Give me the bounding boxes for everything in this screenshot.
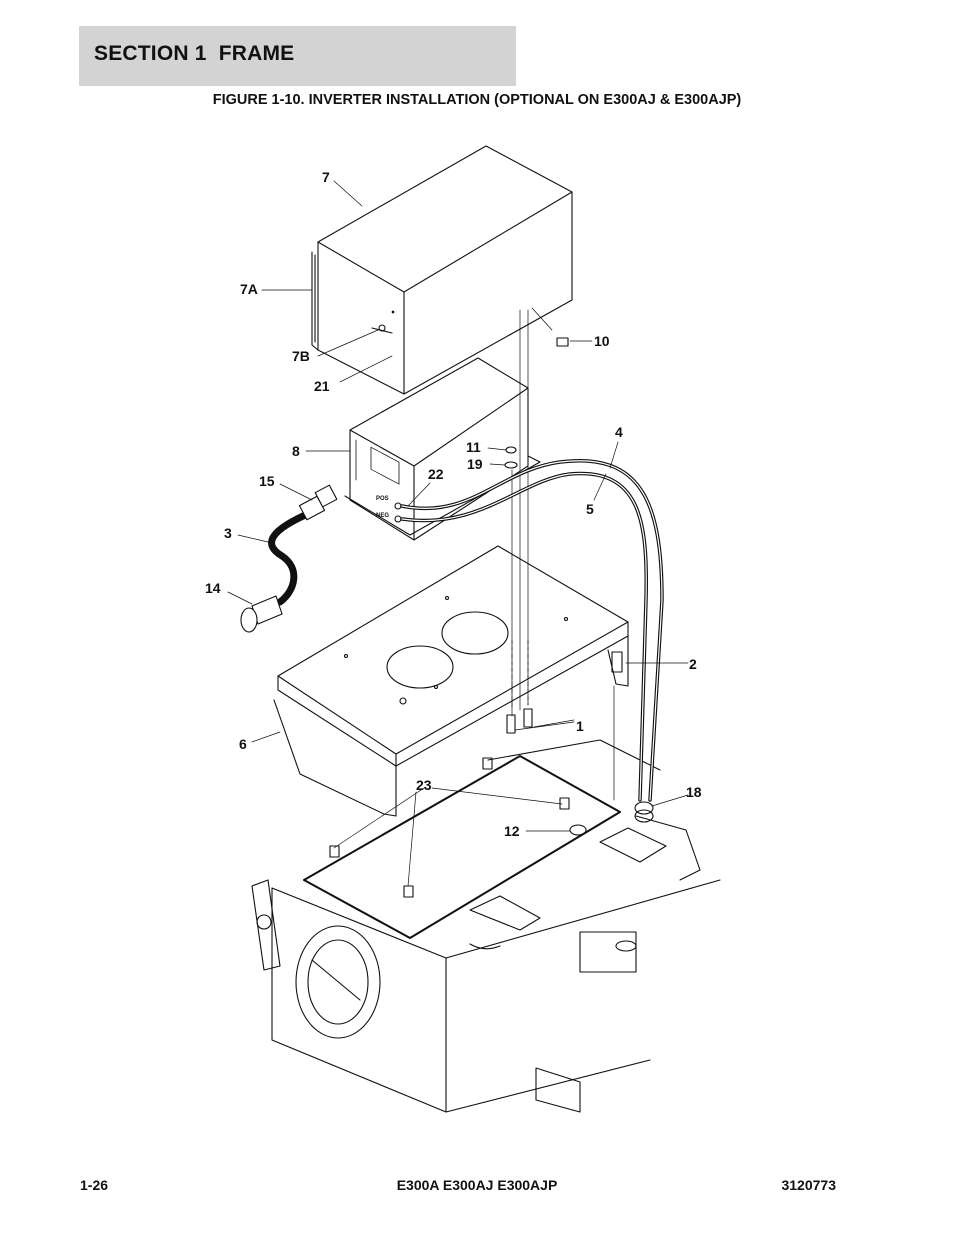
callout-8: 8 — [292, 443, 300, 459]
callout-15: 15 — [259, 473, 275, 489]
spacer-23d — [403, 885, 414, 898]
battery-cables — [400, 459, 664, 802]
terminal-pos-label: POS — [376, 496, 389, 502]
callout-3: 3 — [224, 525, 232, 541]
callout-4: 4 — [615, 424, 623, 440]
callout-12: 12 — [504, 823, 520, 839]
footer-doc-number: 3120773 — [781, 1177, 836, 1193]
callout-11: 11 — [466, 439, 481, 455]
assembly-lines — [511, 307, 615, 801]
callout-1: 1 — [576, 718, 584, 734]
callout-22: 22 — [428, 466, 444, 482]
callout-18: 18 — [686, 784, 702, 800]
spacer-23c — [329, 845, 340, 858]
callout-2: 2 — [689, 656, 697, 672]
footer-models: E300A E300AJ E300AJP — [396, 1177, 558, 1193]
callout-5: 5 — [586, 501, 594, 517]
power-cord — [240, 484, 338, 633]
grommet-12 — [569, 824, 587, 836]
callout-6: 6 — [239, 736, 247, 752]
callout-7b: 7B — [292, 348, 310, 364]
figure-title: FIGURE 1-10. INVERTER INSTALLATION (OPTI… — [212, 92, 742, 108]
inverter-cover — [311, 145, 573, 395]
bolt-1b — [523, 708, 533, 728]
bolt-2 — [611, 651, 623, 673]
callout-19: 19 — [467, 456, 483, 472]
callout-7: 7 — [322, 169, 330, 185]
spacer-23a — [482, 757, 493, 770]
clip-nut-10 — [556, 337, 569, 347]
hardware — [329, 337, 654, 898]
section-banner: SECTION 1 FRAME — [79, 26, 516, 86]
callout-7a: 7A — [240, 281, 258, 297]
terminal-neg-label: NEG — [376, 513, 389, 519]
callout-21: 21 — [314, 378, 330, 394]
footer-page-number: 1-26 — [80, 1177, 109, 1193]
callout-14: 14 — [205, 580, 221, 596]
strain-relief-18 — [634, 801, 654, 815]
callout-10: 10 — [594, 333, 610, 349]
section-title: SECTION 1 FRAME — [94, 42, 295, 65]
inverter-unit — [344, 357, 541, 541]
leader-lines — [227, 180, 689, 887]
mounting-tray — [273, 545, 629, 817]
bolt-1a — [506, 714, 516, 734]
callout-23: 23 — [416, 777, 432, 793]
